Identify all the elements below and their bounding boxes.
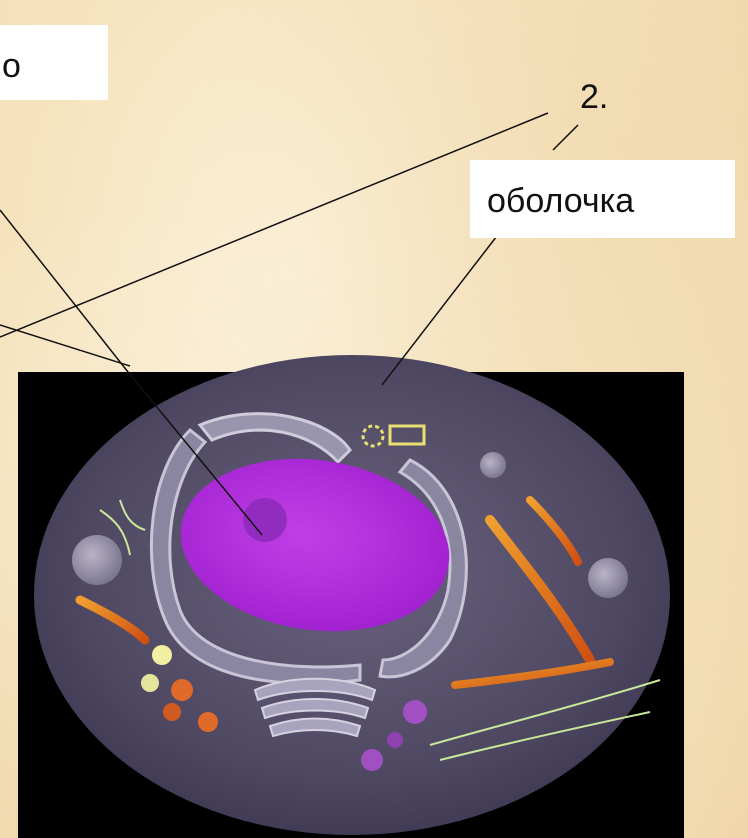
- vesicle-orange-2: [163, 703, 181, 721]
- vacuole-left: [72, 535, 122, 585]
- vesicle-orange-3: [198, 712, 218, 732]
- vesicle-purple-3: [361, 749, 383, 771]
- label-box-top-left: о: [0, 25, 108, 100]
- vesicle-orange-1: [171, 679, 193, 701]
- vesicle-yellow-2: [141, 674, 159, 692]
- vacuole-right: [588, 558, 628, 598]
- vesicle-yellow-1: [152, 645, 172, 665]
- vacuole-top-right: [480, 452, 506, 478]
- label-box-membrane: оболочка: [470, 160, 735, 238]
- label-number-2: 2.: [580, 78, 608, 117]
- golgi-apparatus: [255, 679, 375, 736]
- vesicle-purple-1: [403, 700, 427, 724]
- label-top-left-text: о: [2, 47, 21, 85]
- label-membrane-text: оболочка: [487, 182, 634, 220]
- vesicle-purple-2: [387, 732, 403, 748]
